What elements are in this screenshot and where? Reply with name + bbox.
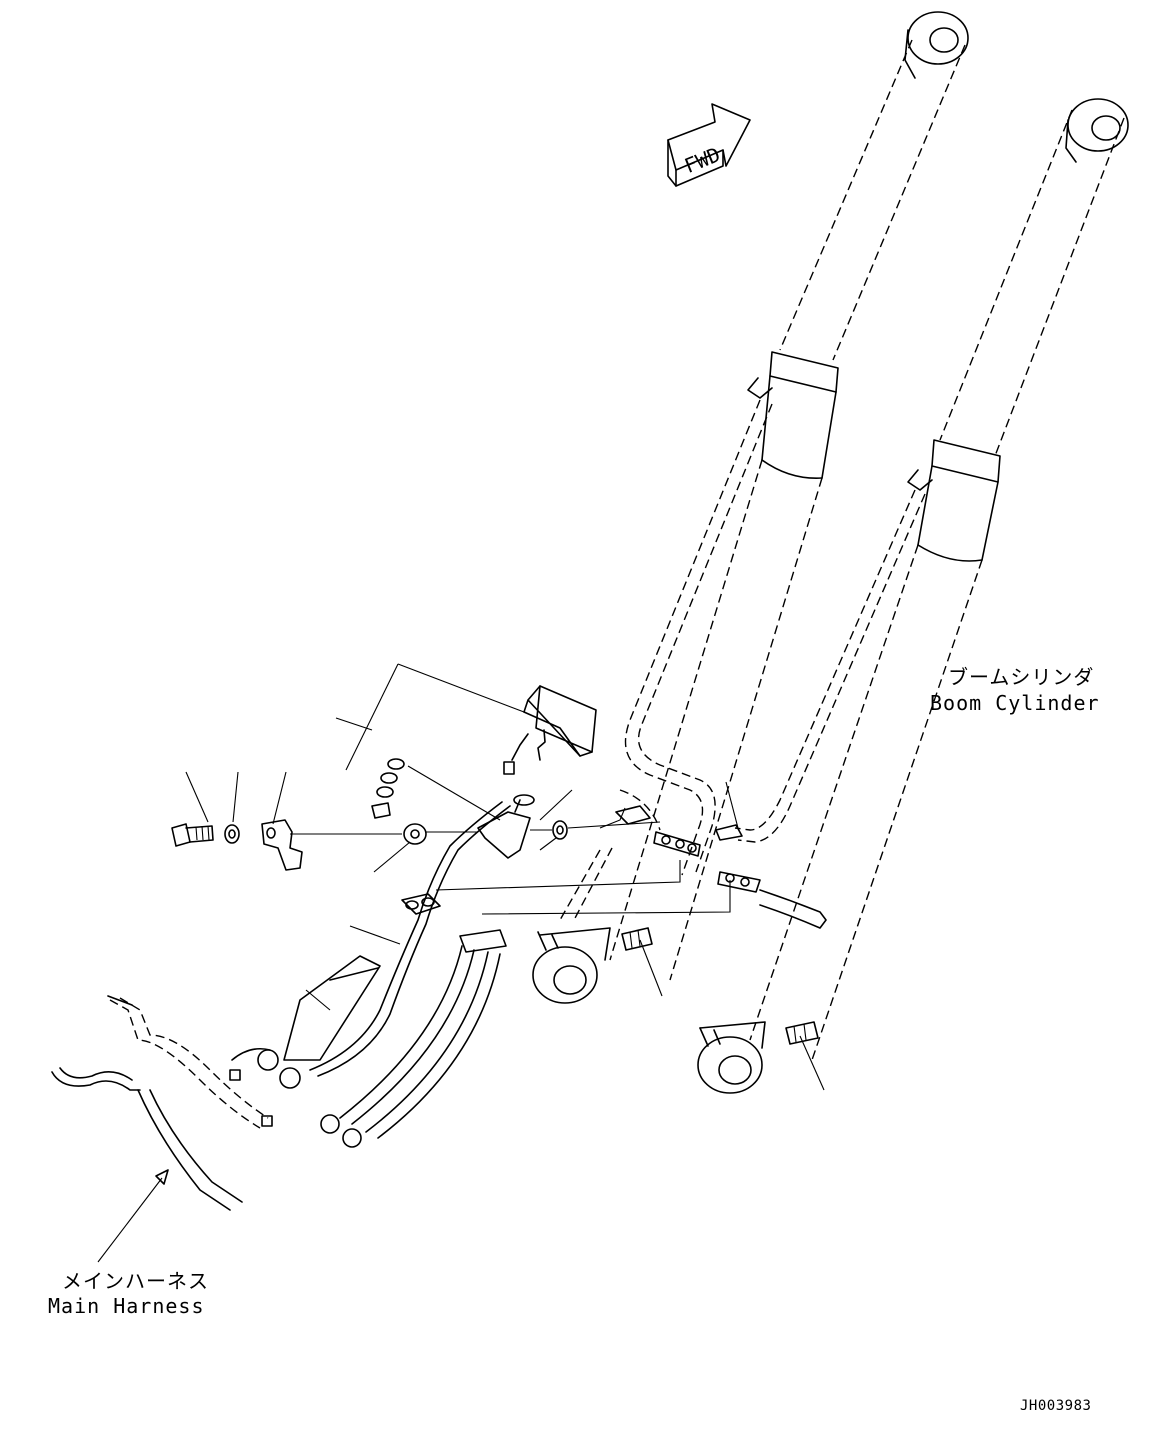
fwd-arrow-icon: FWD <box>667 103 751 187</box>
boom-cylinder-right <box>697 98 1129 1094</box>
pressure-sensor-icon-2 <box>785 1021 819 1045</box>
lamp-bracket <box>477 794 535 859</box>
main-harness-arrow-icon <box>97 1169 169 1263</box>
boom-cylinder-label-jp: ブームシリンダ <box>948 665 1095 689</box>
washer-icon <box>224 824 240 844</box>
main-harness-label-en: Main Harness <box>48 1294 205 1318</box>
main-harness <box>51 995 269 1211</box>
work-lamp <box>503 685 597 775</box>
pressure-sensor-icon <box>621 927 653 951</box>
main-harness-label-jp: メインハーネス <box>62 1269 209 1293</box>
drawing-id: JH003983 <box>1020 1398 1092 1414</box>
pipe-clamps <box>615 805 761 893</box>
leader-lines <box>185 663 825 1091</box>
harness-connectors <box>229 1047 301 1127</box>
hydraulic-hoses <box>320 929 507 1148</box>
small-fasteners <box>371 758 405 819</box>
assembly-lines <box>290 765 731 915</box>
hydraulic-pipes <box>559 399 926 921</box>
harness-cover <box>283 955 381 1061</box>
lamp-harness <box>309 801 511 1077</box>
nut-icon <box>403 823 427 845</box>
mounting-plate <box>261 819 303 871</box>
washer-icon-2 <box>552 820 568 840</box>
bolt-icon <box>171 823 214 847</box>
boom-cylinder-label-en: Boom Cylinder <box>930 691 1100 715</box>
